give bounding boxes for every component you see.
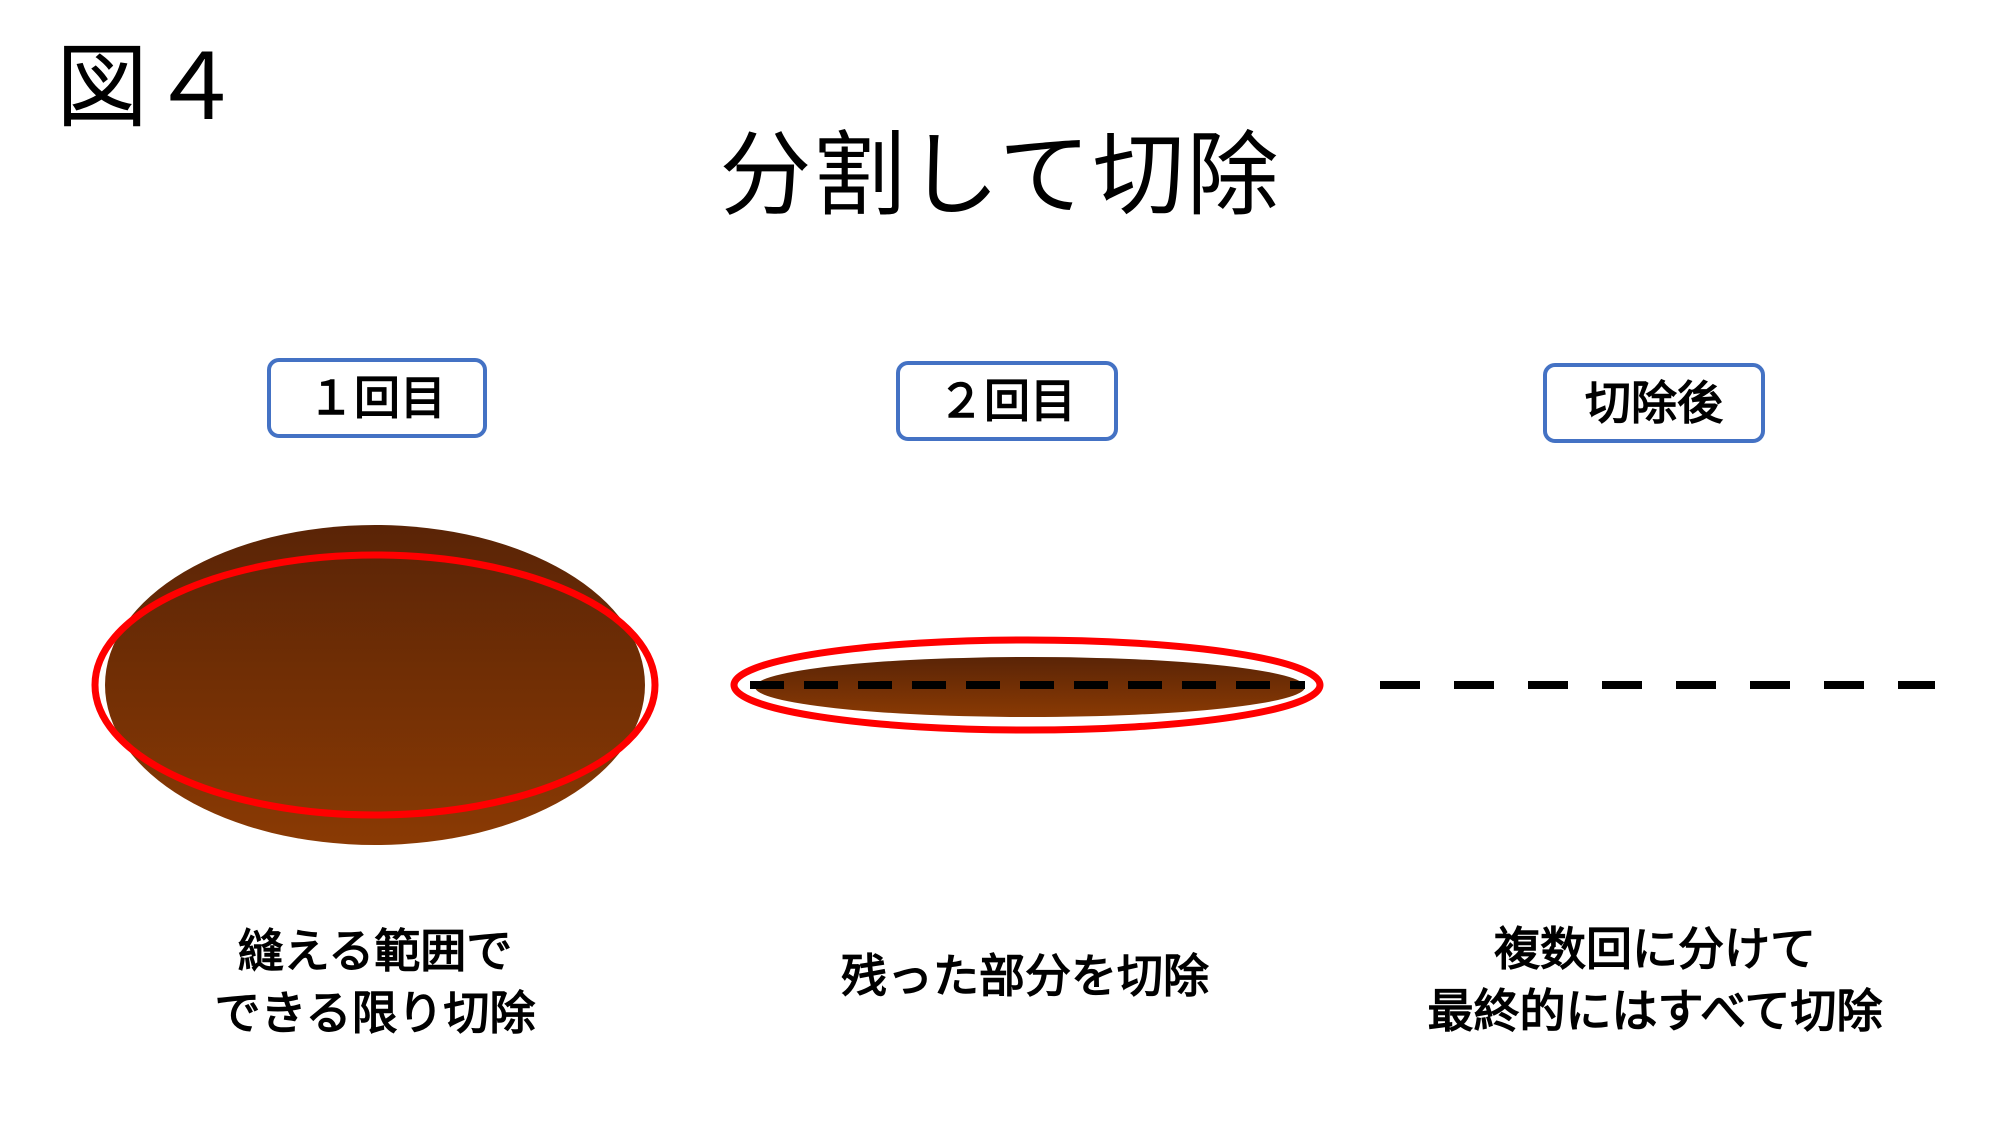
step-label-second: ２回目 bbox=[896, 361, 1118, 441]
lesion-large bbox=[105, 525, 645, 845]
caption-first-line-1: 縫える範囲で bbox=[237, 924, 513, 978]
caption-after-line-1: 複数回に分けて bbox=[1494, 922, 1816, 976]
caption-after-line-2: 最終的にはすべて切除 bbox=[1427, 984, 1883, 1038]
caption-first-line-2: できる限り切除 bbox=[214, 986, 536, 1040]
excision-outline-1 bbox=[91, 551, 659, 819]
step-label-after: 切除後 bbox=[1543, 363, 1765, 443]
figure-label: 図４ bbox=[56, 34, 245, 141]
caption-first: 縫える範囲で できる限り切除 bbox=[125, 920, 625, 1044]
excision-outline-2 bbox=[730, 636, 1324, 734]
step-1-illustration bbox=[91, 525, 659, 845]
caption-second: 残った部分を切除 bbox=[775, 945, 1275, 1007]
caption-after: 複数回に分けて 最終的にはすべて切除 bbox=[1355, 918, 1955, 1042]
caption-second-line-1: 残った部分を切除 bbox=[841, 949, 1209, 1003]
step-label-first: １回目 bbox=[267, 358, 487, 438]
step-2-illustration bbox=[730, 636, 1324, 734]
diagram-title: 分割して切除 bbox=[719, 122, 1281, 229]
